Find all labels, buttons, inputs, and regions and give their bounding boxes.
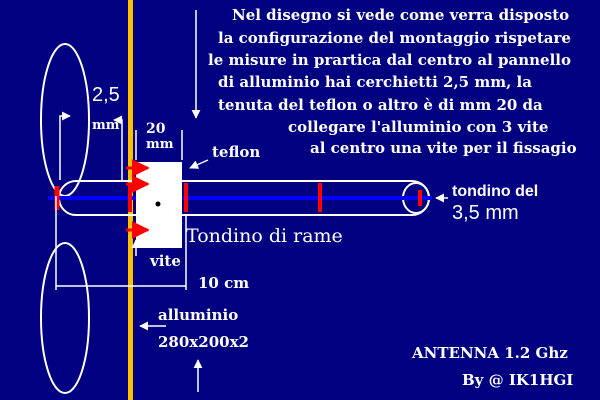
upper-loop	[40, 43, 90, 197]
copper-rod-label: Tondino di rame	[186, 225, 343, 247]
description-line-4: di alluminio hai cerchietti 2,5 mm, la	[218, 73, 532, 91]
author-credit: By @ IK1HGI	[462, 371, 574, 389]
rod-size: 3,5 mm	[452, 202, 519, 224]
description-line-3: le misure in prartica dal centro al pann…	[208, 51, 571, 69]
center-screw-icon	[155, 201, 161, 207]
description-line-1: Nel disegno si vede come verra disposto	[232, 6, 570, 24]
description-line-2: la configurazione del montaggio rispetar…	[218, 29, 571, 47]
rod-label: tondino del	[452, 183, 539, 200]
teflon-size-value: 20	[146, 121, 166, 137]
description-line-6: collegare l'alluminio con 3 vite	[288, 118, 549, 136]
teflon-label: teflon	[212, 143, 261, 161]
loop-dimension-bracket	[59, 111, 71, 180]
loop-dimension-bracket-right	[113, 115, 123, 180]
screw-label: vite	[150, 252, 181, 270]
description-line-7: al centro una vite per il fissagio	[310, 139, 577, 157]
aluminium-label: alluminio	[158, 306, 239, 324]
length-label: 10 cm	[198, 274, 250, 292]
loop-size-unit: mm	[92, 118, 120, 133]
antenna-title: ANTENNA 1.2 Ghz	[412, 344, 568, 362]
loop-size-value: 2,5	[92, 84, 120, 106]
description-line-5: tenuta del teflon o altro è di mm 20 da	[218, 96, 543, 114]
lower-loop	[40, 242, 90, 394]
panel-size-label: 280x200x2	[158, 333, 249, 351]
teflon-arrow	[189, 159, 209, 169]
teflon-size-unit: mm	[146, 137, 174, 152]
